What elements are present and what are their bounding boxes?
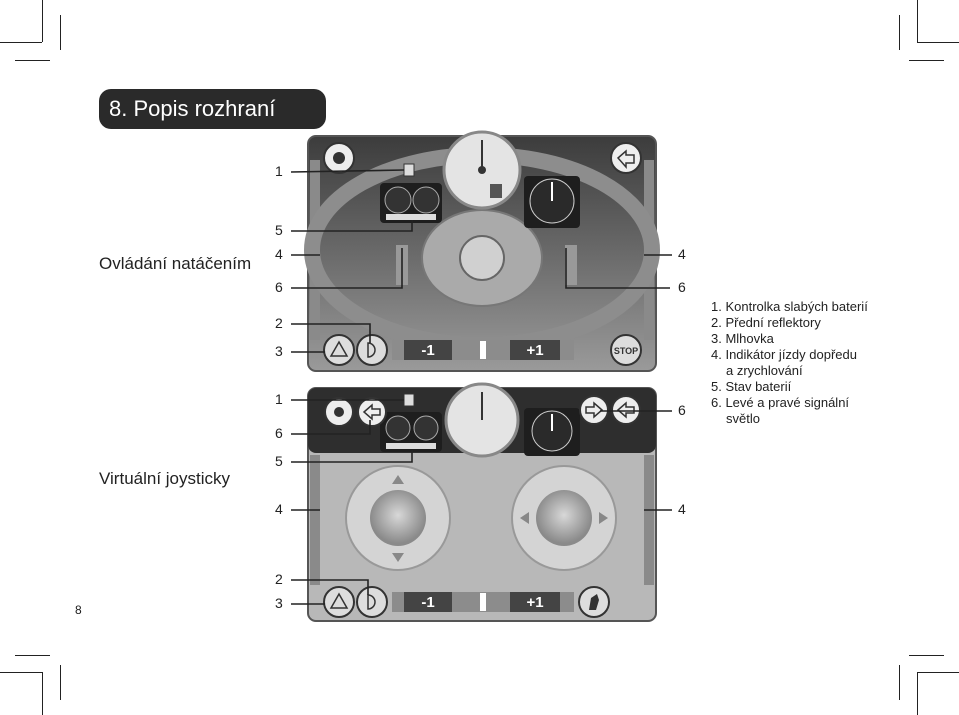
settings-gear-icon[interactable]	[323, 142, 355, 174]
page-number: 8	[75, 603, 82, 617]
steering-mode-label: Ovládání natáčením	[99, 254, 252, 273]
callout-number: 1	[275, 391, 283, 407]
minus-gear-button[interactable]: -1	[404, 340, 452, 360]
back-arrow-icon[interactable]	[611, 395, 641, 425]
crop-mark	[0, 672, 42, 673]
plus-gear-button[interactable]: +1	[510, 592, 560, 612]
plus-gear-button[interactable]: +1	[510, 340, 560, 360]
svg-text:-1: -1	[421, 342, 434, 359]
legend-item: 1. Kontrolka slabých baterií	[711, 299, 868, 314]
back-arrow-icon[interactable]	[610, 142, 642, 174]
callout-number: 3	[275, 595, 283, 611]
callout-number: 3	[275, 343, 283, 359]
callout-number: 5	[275, 222, 283, 238]
legend-item: světlo	[726, 411, 760, 426]
left-turn-signal-button[interactable]	[357, 397, 387, 427]
svg-text:+1: +1	[526, 342, 543, 359]
callout-number: 4	[275, 501, 283, 517]
crop-mark	[909, 60, 944, 61]
callout-number: 2	[275, 571, 283, 587]
settings-gear-icon[interactable]	[324, 397, 354, 427]
crop-mark	[15, 60, 50, 61]
minus-gear-button[interactable]: -1	[404, 592, 452, 612]
right-turn-signal-button[interactable]	[579, 395, 609, 425]
crop-mark	[0, 42, 42, 43]
callout-number: 5	[275, 453, 283, 469]
callout-number: 6	[275, 279, 283, 295]
callout-number: 2	[275, 315, 283, 331]
fog-light-button[interactable]	[323, 334, 355, 366]
legend-item: 6. Levé a pravé signální	[711, 395, 850, 410]
legend-item: 3. Mlhovka	[711, 331, 774, 346]
horse-logo-button[interactable]	[578, 586, 610, 618]
crop-mark	[909, 655, 944, 656]
section-heading: 8. Popis rozhraní	[99, 89, 326, 129]
crop-mark	[60, 665, 61, 700]
fog-light-button[interactable]	[323, 586, 355, 618]
callout-number: 6	[678, 279, 686, 295]
joystick-mode-label: Virtuální joysticky	[99, 469, 231, 488]
callout-number: 4	[678, 501, 686, 517]
crop-mark	[60, 15, 61, 50]
crop-mark	[15, 655, 50, 656]
legend-item: 4. Indikátor jízdy dopředu	[711, 347, 857, 362]
legend-item: a zrychlování	[726, 363, 803, 378]
svg-text:-1: -1	[421, 594, 434, 611]
crop-mark	[917, 42, 959, 43]
callout-number: 6	[275, 425, 283, 441]
svg-text:+1: +1	[526, 594, 543, 611]
callout-number: 1	[275, 163, 283, 179]
legend-list: 1. Kontrolka slabých baterií 2. Přední r…	[711, 299, 868, 427]
callout-number: 4	[275, 246, 283, 262]
left-joystick[interactable]	[345, 465, 451, 571]
crop-mark	[899, 665, 900, 700]
headlight-button[interactable]	[356, 586, 388, 618]
crop-mark	[917, 672, 959, 673]
crop-mark	[899, 15, 900, 50]
legend-item: 5. Stav baterií	[711, 379, 792, 394]
svg-text:STOP: STOP	[614, 346, 638, 356]
stop-button[interactable]: STOP	[610, 334, 642, 366]
legend-item: 2. Přední reflektory	[711, 315, 821, 330]
callout-number: 4	[678, 246, 686, 262]
headlight-button[interactable]	[356, 334, 388, 366]
crop-mark	[917, 0, 918, 42]
crop-mark	[917, 672, 918, 715]
callout-number: 6	[678, 402, 686, 418]
right-joystick[interactable]	[511, 465, 617, 571]
crop-mark	[42, 0, 43, 42]
crop-mark	[42, 672, 43, 715]
